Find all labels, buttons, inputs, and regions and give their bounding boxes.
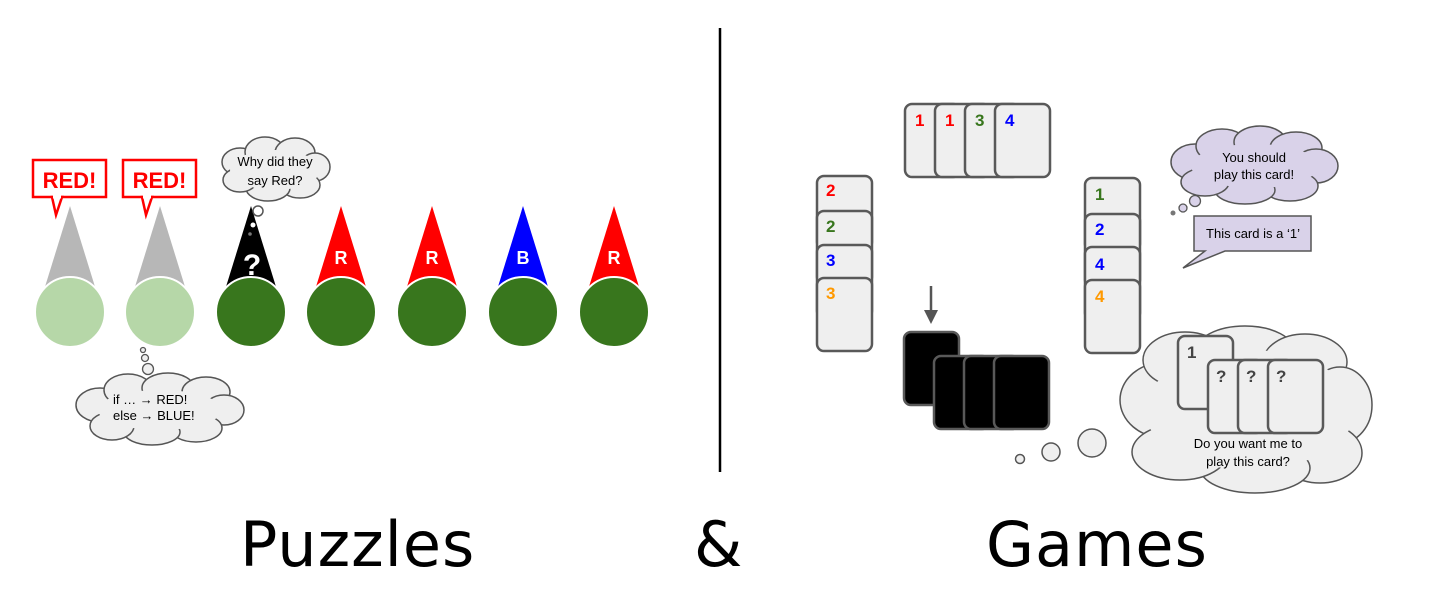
head-dark-3	[396, 276, 468, 348]
right-hand: 1 2 4 4	[1083, 176, 1142, 355]
speech-bubble-text: This card is a ‘1’	[1206, 226, 1300, 241]
speech-cloud	[1170, 125, 1339, 205]
strategy-line-1: if … → RED!	[113, 392, 187, 407]
question-line-2: say Red?	[248, 173, 303, 188]
shout-box-1: RED!	[31, 158, 108, 220]
head-light-2	[124, 276, 196, 348]
thought-dot	[140, 353, 150, 363]
card-number: 1	[945, 111, 954, 130]
card-number: 4	[1005, 111, 1015, 130]
head-dark-4	[487, 276, 559, 348]
big-thought-line-1: Do you want me to	[1194, 436, 1302, 451]
hat-blue	[497, 206, 549, 290]
shout-text-1: RED!	[43, 168, 97, 193]
speech-bubble: This card is a ‘1’	[1182, 215, 1312, 269]
card-number: 1	[1187, 343, 1196, 362]
card-number: ?	[1216, 367, 1226, 386]
card-number: 4	[1095, 255, 1105, 274]
big-thought-line-2: play this card?	[1206, 454, 1290, 469]
thought-dot	[1178, 203, 1188, 213]
down-arrow-icon	[924, 286, 938, 324]
thought-dot	[1170, 210, 1176, 216]
head-dark-2	[305, 276, 377, 348]
thought-dot	[1014, 453, 1026, 465]
hat-letter: R	[426, 248, 439, 268]
hat-letter: R	[608, 248, 621, 268]
thought-dot	[1188, 194, 1202, 208]
card-number: 4	[1095, 287, 1105, 306]
hat-gray-1	[44, 206, 96, 290]
card-number: 2	[826, 181, 835, 200]
card-number: 3	[975, 111, 984, 130]
own-hand-facedown	[902, 330, 1051, 431]
caption-ampersand: &	[694, 508, 744, 581]
strategy-line-2: else → BLUE!	[113, 408, 195, 423]
speech-cloud-line-1: You should	[1222, 150, 1286, 165]
thought-dot	[1041, 442, 1061, 462]
card-number: 3	[826, 251, 835, 270]
card-number: 2	[1095, 220, 1104, 239]
speech-cloud-line-2: play this card!	[1214, 167, 1294, 182]
caption-puzzles: Puzzles	[240, 508, 476, 581]
card-number: ?	[1276, 367, 1286, 386]
hat-red-2	[406, 206, 458, 290]
head-light-1	[34, 276, 106, 348]
head-dark-5	[578, 276, 650, 348]
card-number: ?	[1246, 367, 1256, 386]
thought-cloud-strategy	[75, 372, 245, 446]
thought-dot	[1077, 428, 1107, 458]
card-number: 1	[1095, 185, 1104, 204]
hat-red-3	[588, 206, 640, 290]
thought-dot	[250, 222, 256, 228]
thought-dot	[139, 346, 147, 354]
card-number: 3	[826, 284, 835, 303]
card-number: 2	[826, 217, 835, 236]
shout-box-2: RED!	[121, 158, 198, 220]
hat-letter: R	[335, 248, 348, 268]
hat-black	[225, 206, 277, 290]
cloud-hand: 1 ? ? ?	[1176, 334, 1325, 435]
hat-letter: ?	[243, 249, 261, 282]
top-hand: 1 1 3 4	[903, 102, 1052, 179]
hat-letter: B	[517, 248, 530, 268]
hat-gray-2	[134, 206, 186, 290]
shout-text-2: RED!	[133, 168, 187, 193]
thought-dot	[248, 232, 252, 236]
left-hand: 2 2 3 3	[815, 174, 874, 353]
caption-games: Games	[986, 508, 1208, 581]
head-dark-1	[215, 276, 287, 348]
card-number: 1	[915, 111, 924, 130]
thought-cloud-question	[221, 136, 331, 202]
hat-red-1	[315, 206, 367, 290]
thought-dot	[141, 362, 155, 376]
question-line-1: Why did they	[237, 154, 313, 169]
thought-dot	[252, 205, 264, 217]
